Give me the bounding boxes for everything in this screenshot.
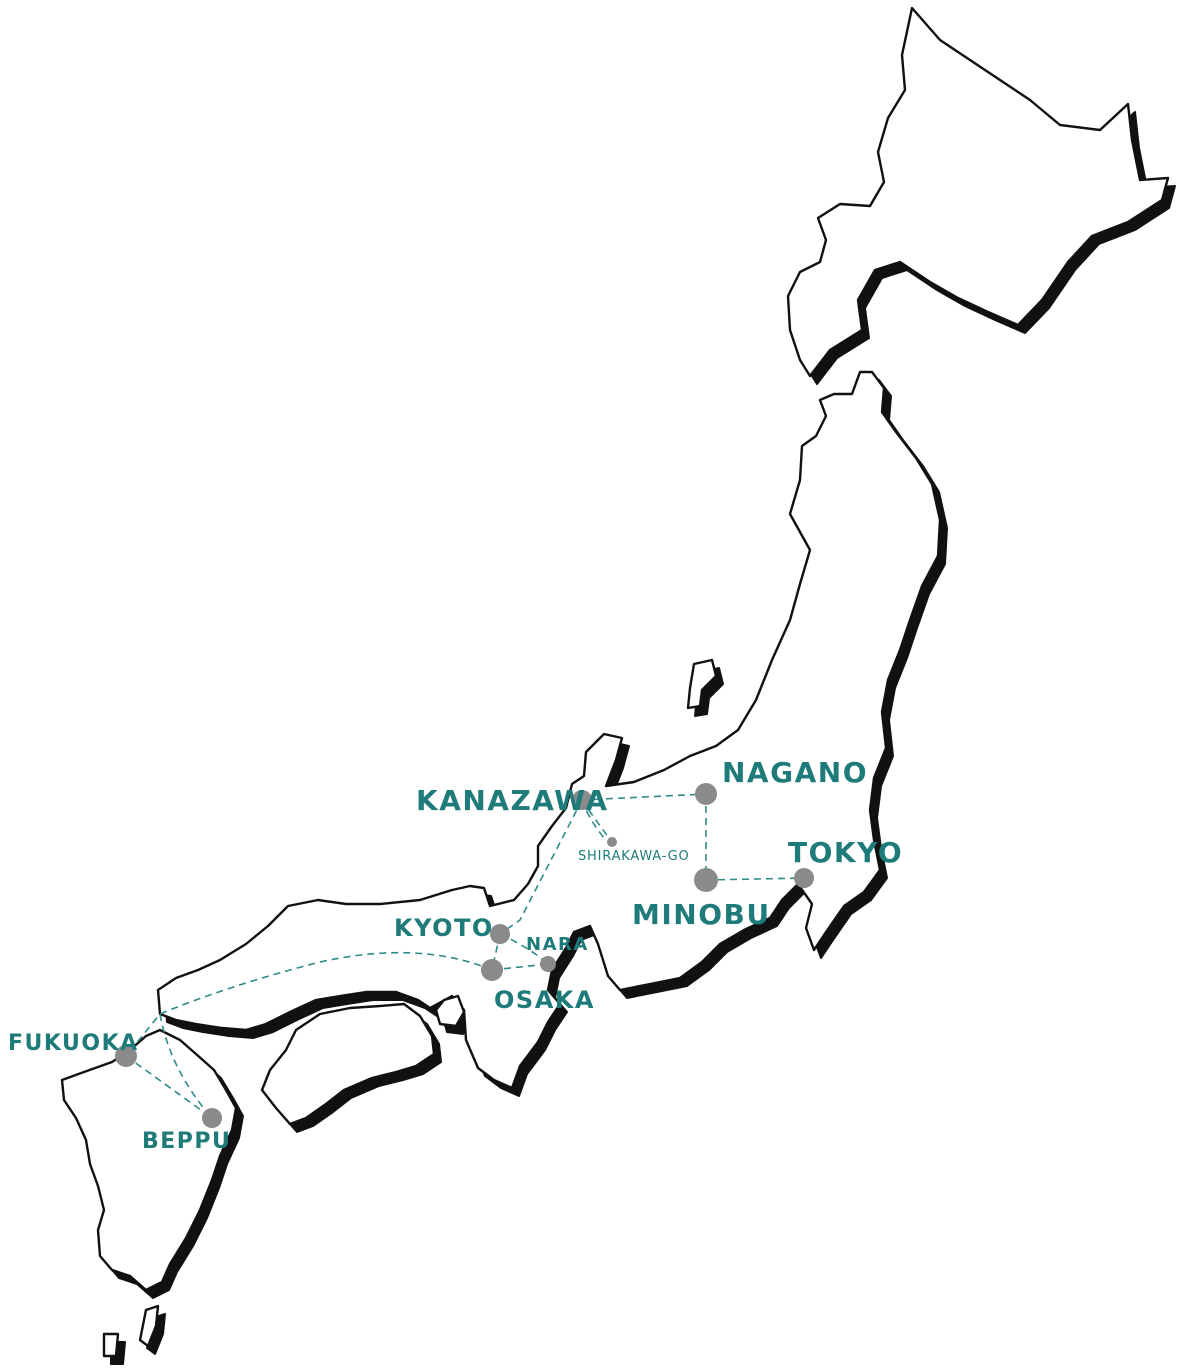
kyushu bbox=[60, 1028, 238, 1292]
label-beppu[interactable]: BEPPU bbox=[142, 1129, 231, 1154]
shikoku bbox=[260, 1002, 436, 1126]
label-nara[interactable]: NARA bbox=[526, 934, 589, 955]
label-shirakawa-go[interactable]: SHIRAKAWA-GO bbox=[578, 849, 690, 864]
city-labels: KANAZAWA NAGANO SHIRAKAWA-GO TOKYO MINOB… bbox=[8, 756, 903, 1154]
marker-beppu[interactable] bbox=[202, 1108, 222, 1128]
marker-osaka[interactable] bbox=[481, 959, 503, 981]
label-kanazawa[interactable]: KANAZAWA bbox=[416, 784, 608, 817]
label-minobu[interactable]: MINOBU bbox=[632, 898, 771, 931]
marker-minobu[interactable] bbox=[694, 868, 718, 892]
label-nagano[interactable]: NAGANO bbox=[722, 756, 868, 789]
awaji-island bbox=[434, 994, 466, 1028]
label-tokyo[interactable]: TOKYO bbox=[788, 836, 903, 869]
marker-fukuoka[interactable] bbox=[115, 1045, 137, 1067]
travel-routes bbox=[125, 793, 805, 1119]
route-kanazawa-nagano bbox=[581, 793, 707, 801]
marker-nara[interactable] bbox=[540, 956, 556, 972]
route-kanazawa-kyoto bbox=[499, 799, 583, 935]
islands bbox=[60, 6, 1170, 1358]
hokkaido bbox=[786, 6, 1170, 378]
label-osaka[interactable]: OSAKA bbox=[494, 986, 595, 1014]
route-osaka-fukuoka bbox=[125, 951, 493, 1057]
city-markers bbox=[115, 783, 814, 1128]
label-fukuoka[interactable]: FUKUOKA bbox=[8, 1031, 139, 1056]
marker-kanazawa[interactable] bbox=[572, 790, 592, 810]
sado-island bbox=[686, 658, 718, 710]
marker-tokyo[interactable] bbox=[794, 868, 814, 888]
marker-kyoto[interactable] bbox=[490, 924, 510, 944]
route-minobu-tokyo bbox=[705, 877, 805, 881]
route-osaka-nara bbox=[491, 963, 549, 971]
route-shimonoseki-beppu bbox=[159, 1013, 213, 1119]
label-kyoto[interactable]: KYOTO bbox=[394, 914, 494, 942]
honshu bbox=[156, 370, 942, 1090]
route-fukuoka-beppu bbox=[125, 1055, 213, 1119]
marker-shirakawa-go[interactable] bbox=[607, 837, 617, 847]
marker-nagano[interactable] bbox=[695, 783, 717, 805]
southern-islands bbox=[102, 1304, 160, 1358]
